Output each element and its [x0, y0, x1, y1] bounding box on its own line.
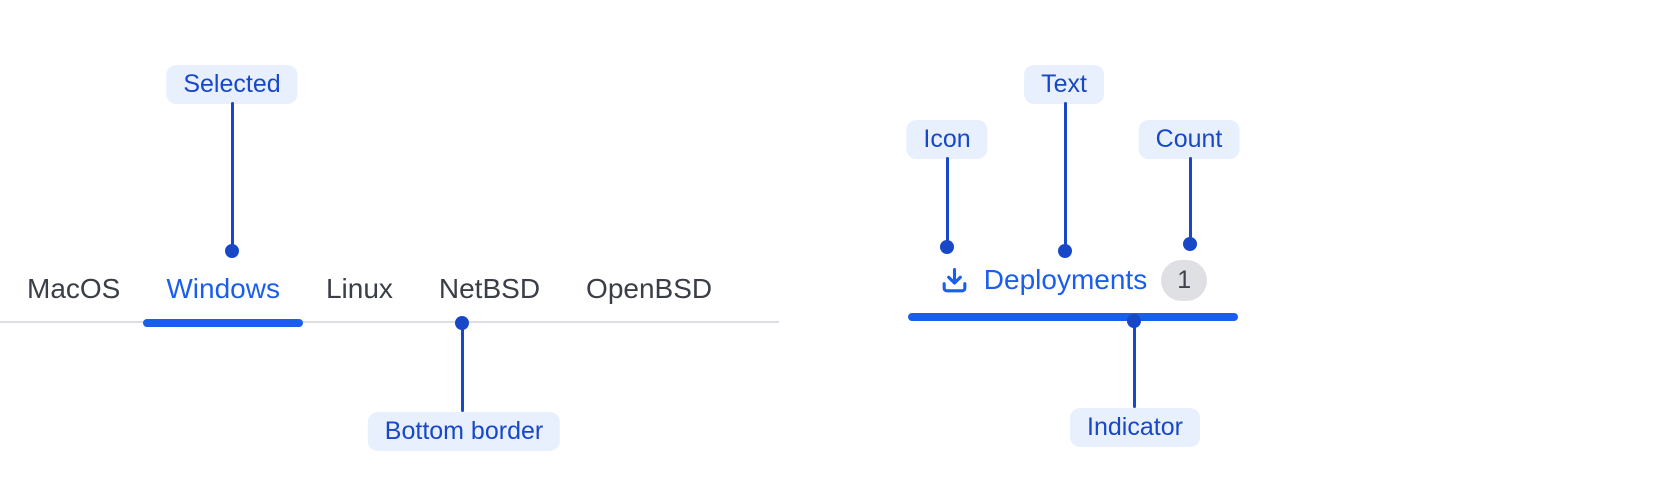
connector-line: [1188, 157, 1192, 239]
selected-tab-bottom-border: [143, 319, 303, 327]
annotation-selected-label: Selected: [166, 65, 298, 104]
connector-dot: [940, 240, 954, 254]
annotation-bottom-border-label: Bottom border: [367, 412, 561, 451]
count-badge: 1: [1161, 259, 1208, 301]
annotation-icon-label: Icon: [906, 120, 988, 159]
annotation-count-label: Count: [1138, 120, 1240, 159]
tab-windows[interactable]: Windows: [143, 257, 303, 327]
connector-dot: [1058, 244, 1072, 258]
connector-line: [230, 102, 234, 248]
annotation-text-label: Text: [1024, 65, 1104, 104]
connector-dot: [455, 316, 469, 330]
connector-line: [1132, 326, 1136, 408]
tab-label: Linux: [325, 273, 393, 304]
tab-deployments-content: Deployments 1: [908, 252, 1238, 308]
os-tab-bar: MacOS Windows Linux NetBSD OpenBSD: [0, 257, 779, 327]
tab-label: NetBSD: [438, 273, 541, 304]
connector-line: [945, 157, 949, 241]
tab-netbsd[interactable]: NetBSD: [416, 257, 563, 321]
connector-dot: [1183, 237, 1197, 251]
connector-line: [460, 328, 464, 412]
connector-dot: [225, 244, 239, 258]
tab-label: OpenBSD: [586, 273, 713, 304]
tab-label: MacOS: [27, 273, 121, 304]
tab-openbsd[interactable]: OpenBSD: [563, 257, 735, 321]
tab-label: Windows: [166, 273, 280, 304]
tab-deployments-label: Deployments: [983, 264, 1148, 295]
connector-dot: [1127, 314, 1141, 328]
tab-deployments[interactable]: Deployments 1: [908, 252, 1238, 321]
download-icon: [939, 265, 970, 296]
tab-active-indicator: [908, 313, 1238, 321]
annotation-indicator-label: Indicator: [1070, 408, 1200, 447]
connector-line: [1063, 102, 1067, 246]
tab-macos[interactable]: MacOS: [4, 257, 143, 321]
tab-linux[interactable]: Linux: [303, 257, 416, 321]
